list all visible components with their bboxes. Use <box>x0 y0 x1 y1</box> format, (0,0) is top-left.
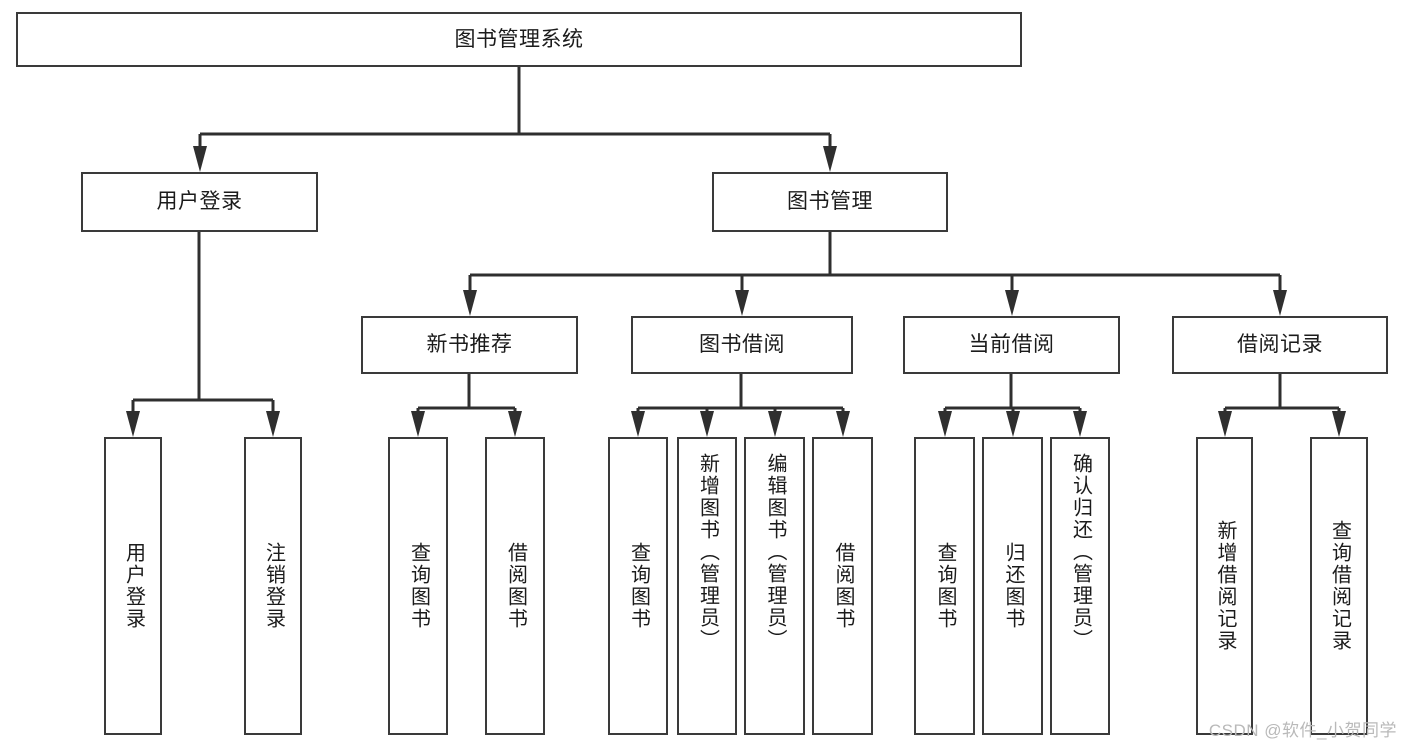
arrowhead-3-0 <box>411 411 425 437</box>
arrowhead-1-3 <box>1273 290 1287 316</box>
node-leaf-query-book-3[interactable]: 查询图书 <box>914 437 975 735</box>
node-label: 查询图书 <box>934 542 956 630</box>
node-label: 借阅图书 <box>832 542 854 630</box>
node-leaf-query-record[interactable]: 查询借阅记录 <box>1310 437 1368 735</box>
arrowhead-1-2 <box>1005 290 1019 316</box>
node-leaf-edit-book[interactable]: 编辑图书（管理员） <box>744 437 805 735</box>
node-label: 查询借阅记录 <box>1328 520 1351 652</box>
node-leaf-return-book[interactable]: 归还图书 <box>982 437 1043 735</box>
node-label: 借阅记录 <box>1237 333 1323 357</box>
arrowhead-5-2 <box>1073 411 1087 437</box>
node-leaf-borrow-book-2[interactable]: 借阅图书 <box>812 437 873 735</box>
node-leaf-query-book-2[interactable]: 查询图书 <box>608 437 668 735</box>
node-label: 图书管理系统 <box>454 27 584 51</box>
node-label: 编辑图书（管理员） <box>764 453 786 651</box>
arrowhead-2-0 <box>126 411 140 437</box>
node-label: 图书借阅 <box>699 333 785 357</box>
arrowhead-4-2 <box>768 411 782 437</box>
csdn-watermark: CSDN @软件_小贺同学 <box>1208 721 1397 740</box>
node-leaf-user-login[interactable]: 用户登录 <box>104 437 162 735</box>
arrowhead-0-1 <box>823 146 837 172</box>
node-leaf-add-record[interactable]: 新增借阅记录 <box>1196 437 1253 735</box>
node-label: 用户登录 <box>156 190 243 214</box>
node-leaf-confirm-return[interactable]: 确认归还（管理员） <box>1050 437 1110 735</box>
node-root[interactable]: 图书管理系统 <box>16 12 1022 67</box>
node-new-book-rec[interactable]: 新书推荐 <box>361 316 578 374</box>
node-label: 当前借阅 <box>968 333 1055 357</box>
arrowhead-5-1 <box>1006 411 1020 437</box>
node-book-manage[interactable]: 图书管理 <box>712 172 948 232</box>
node-leaf-add-book[interactable]: 新增图书（管理员） <box>677 437 737 735</box>
node-current-borrow[interactable]: 当前借阅 <box>903 316 1120 374</box>
node-label: 查询图书 <box>627 542 650 630</box>
arrowhead-2-1 <box>266 411 280 437</box>
node-label: 归还图书 <box>1002 542 1024 630</box>
arrowhead-1-1 <box>735 290 749 316</box>
arrowhead-4-1 <box>700 411 714 437</box>
arrowhead-1-0 <box>463 290 477 316</box>
node-book-borrow[interactable]: 图书借阅 <box>631 316 853 374</box>
arrowhead-6-1 <box>1332 411 1346 437</box>
node-leaf-logout[interactable]: 注销登录 <box>244 437 302 735</box>
node-leaf-query-book-1[interactable]: 查询图书 <box>388 437 448 735</box>
node-label: 注销登录 <box>262 542 285 630</box>
arrowhead-5-0 <box>938 411 952 437</box>
arrowhead-4-3 <box>836 411 850 437</box>
arrowhead-6-0 <box>1218 411 1232 437</box>
arrowhead-3-1 <box>508 411 522 437</box>
node-leaf-borrow-book-1[interactable]: 借阅图书 <box>485 437 545 735</box>
arrowhead-4-0 <box>631 411 645 437</box>
node-label: 图书管理 <box>787 190 873 214</box>
node-label: 借阅图书 <box>504 542 527 630</box>
node-label: 查询图书 <box>407 542 430 630</box>
node-label: 新增借阅记录 <box>1214 520 1236 652</box>
node-user-login[interactable]: 用户登录 <box>81 172 318 232</box>
node-label: 确认归还（管理员） <box>1069 453 1092 651</box>
node-borrow-record[interactable]: 借阅记录 <box>1172 316 1388 374</box>
node-label: 用户登录 <box>122 542 145 630</box>
node-label: 新增图书（管理员） <box>696 453 719 651</box>
node-label: 新书推荐 <box>426 333 513 357</box>
arrowhead-0-0 <box>193 146 207 172</box>
